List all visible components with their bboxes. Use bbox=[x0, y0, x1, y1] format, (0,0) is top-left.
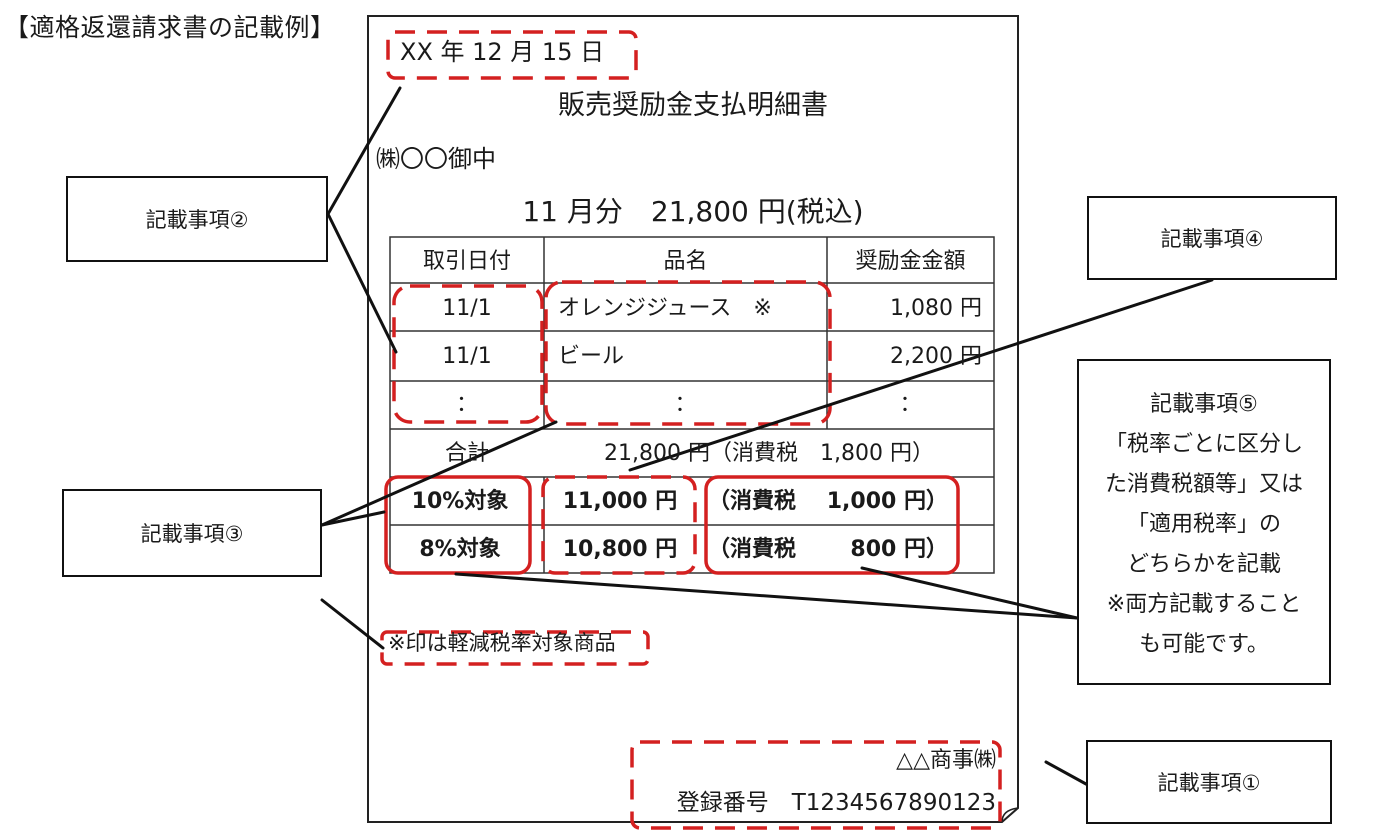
callout-line: も可能です。 bbox=[1139, 632, 1269, 657]
connector-item4 bbox=[628, 278, 1214, 472]
total-value: 21,800 円（消費税 1,800 円） bbox=[604, 441, 934, 466]
table-row-item: ビール bbox=[558, 344, 625, 369]
connector-item5-tax bbox=[860, 566, 1079, 620]
total-label: 合計 bbox=[444, 441, 489, 466]
registration-number: 登録番号 T1234567890123 bbox=[676, 790, 996, 816]
connector-item1 bbox=[1044, 760, 1088, 786]
rate-8-tax-label: （消費税 bbox=[708, 537, 797, 562]
document-border bbox=[367, 15, 1019, 823]
header-date: 取引日付 bbox=[422, 249, 511, 274]
callout-line: どちらかを記載 bbox=[1126, 552, 1281, 577]
callout-item2: 記載事項② bbox=[66, 176, 328, 262]
callout-line: 記載事項⑤ bbox=[1150, 392, 1258, 417]
issuer-name: △△商事㈱ bbox=[896, 748, 996, 773]
rate-10-amount: 11,000 円 bbox=[562, 489, 678, 514]
callout-label: 記載事項② bbox=[145, 208, 249, 232]
connector-item3-note bbox=[320, 598, 385, 650]
highlight-dates-column bbox=[392, 284, 544, 424]
rate-10-tax-value: 1,000 円） bbox=[826, 489, 948, 514]
callout-line: ※両方記載すること bbox=[1106, 592, 1302, 617]
table-row-item: オレンジジュース ※ bbox=[558, 296, 772, 321]
table-row-date: 11/1 bbox=[442, 296, 492, 321]
monthly-summary: 11 月分 21,800 円(税込) bbox=[522, 195, 864, 228]
highlight-note bbox=[380, 630, 650, 666]
table-row-amount: 1,080 円 bbox=[890, 296, 982, 321]
callout-item3: 記載事項③ bbox=[62, 489, 322, 577]
document-title: 販売奨励金支払明細書 bbox=[558, 90, 828, 121]
recipient: ㈱〇〇御中 bbox=[376, 145, 496, 173]
callout-item1: 記載事項① bbox=[1086, 740, 1332, 824]
highlight-date bbox=[386, 30, 638, 80]
table-row-date: 11/1 bbox=[442, 344, 492, 369]
highlight-items-column bbox=[544, 280, 832, 426]
highlight-rate-amounts bbox=[541, 475, 697, 575]
callout-label: 記載事項④ bbox=[1160, 227, 1264, 251]
reduced-rate-note: ※印は軽減税率対象商品 bbox=[388, 631, 616, 655]
highlight-issuer bbox=[630, 740, 1002, 830]
connector-item5-rate bbox=[454, 572, 1079, 620]
document-date: XX 年 12 月 15 日 bbox=[400, 38, 605, 66]
table-row-amount: 2,200 円 bbox=[890, 344, 982, 369]
callout-line: 「税率ごとに区分し bbox=[1104, 432, 1303, 457]
callout-label: 記載事項① bbox=[1157, 771, 1261, 795]
highlight-tax-amounts bbox=[704, 475, 960, 575]
callout-label: 記載事項③ bbox=[140, 522, 244, 546]
callout-line: 「適用税率」の bbox=[1126, 512, 1281, 537]
header-item: 品名 bbox=[663, 249, 708, 274]
connector-item3-rate bbox=[320, 510, 386, 527]
rate-8-label: 8%対象 bbox=[419, 537, 501, 562]
connector-item3-items bbox=[320, 420, 558, 527]
header-amount: 奨励金金額 bbox=[855, 249, 966, 274]
table-row-date: ： bbox=[455, 392, 478, 417]
rate-10-label: 10%対象 bbox=[411, 489, 509, 514]
connector-item2-dates bbox=[326, 212, 398, 354]
table-row-item: ： bbox=[674, 392, 697, 417]
connector-item2-date bbox=[326, 86, 402, 216]
page-fold-icon bbox=[1001, 807, 1019, 823]
rate-10-tax-label: （消費税 bbox=[708, 489, 797, 514]
table-row-amount: ： bbox=[899, 392, 922, 417]
rate-8-amount: 10,800 円 bbox=[562, 537, 678, 562]
callout-item4: 記載事項④ bbox=[1087, 196, 1337, 280]
rate-8-tax-value: 800 円） bbox=[850, 537, 948, 562]
callout-line: た消費税額等」又は bbox=[1104, 472, 1303, 497]
callout-item5: 記載事項⑤ 「税率ごとに区分し た消費税額等」又は 「適用税率」の どちらかを記… bbox=[1077, 359, 1331, 685]
page-heading: 【適格返還請求書の記載例】 bbox=[4, 13, 336, 42]
